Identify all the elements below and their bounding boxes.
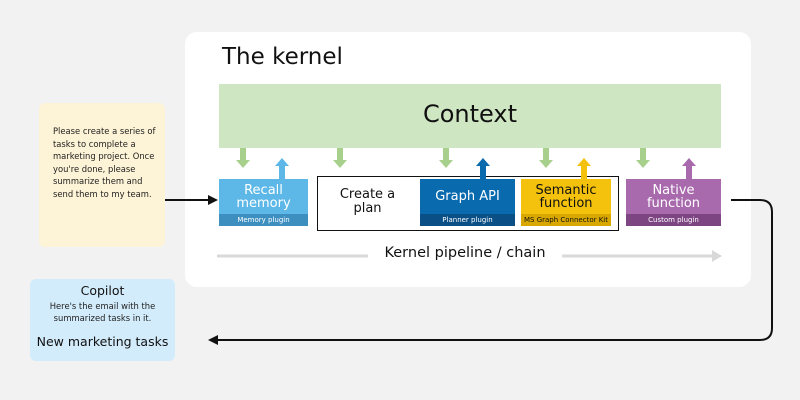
up-arrow-icon [577, 158, 591, 166]
graph-up-arrow-shaft [480, 166, 486, 179]
down-arrow-icon [236, 160, 250, 168]
recall-up-arrow-shaft [279, 166, 285, 179]
graph-api-box: Graph API Planner plugin [420, 179, 515, 226]
up-arrow-icon [275, 158, 289, 166]
pipeline-arrowhead-icon [712, 250, 722, 262]
context-arrow-plan-shaft [337, 148, 343, 160]
down-arrow-icon [636, 160, 650, 168]
native-up-arrow-shaft [686, 166, 692, 179]
context-arrow-semantic-shaft [543, 148, 549, 160]
graph-connector-kit-tag: MS Graph Connector Kit [521, 214, 611, 226]
native-function-label: Native function [646, 182, 701, 211]
right-arrow-icon [208, 195, 218, 205]
copilot-title: Copilot [80, 283, 125, 298]
left-arrow-icon [208, 335, 218, 345]
down-arrow-icon [439, 160, 453, 168]
kernel-panel [185, 32, 751, 287]
copilot-card [30, 279, 175, 361]
context-arrow-graph-shaft [443, 148, 449, 160]
kernel-title: The kernel [222, 44, 343, 70]
context-label: Context [422, 100, 518, 128]
context-up-arrows [275, 158, 696, 179]
down-arrow-icon [539, 160, 553, 168]
context-band [219, 84, 721, 148]
recall-memory-box: Recall memory Memory plugin [219, 179, 308, 226]
recall-memory-label: Recall memory [236, 182, 291, 211]
context-arrow-recall-shaft [240, 148, 246, 160]
context-arrow-native-shaft [640, 148, 646, 160]
create-plan-label: Create a plan [339, 187, 396, 216]
graph-api-label: Graph API [435, 189, 500, 204]
memory-plugin-tag: Memory plugin [219, 214, 308, 226]
semantic-function-box: Semantic function MS Graph Connector Kit [521, 179, 611, 226]
up-arrow-icon [682, 158, 696, 166]
semantic-function-label: Semantic function [535, 182, 597, 211]
user-prompt-note [39, 103, 165, 247]
planner-plugin-tag: Planner plugin [420, 214, 515, 226]
semantic-up-arrow-shaft [581, 166, 587, 179]
user-prompt-text: Please create a series of tasks to compl… [53, 126, 156, 199]
native-function-box: Native function Custom plugin [626, 179, 721, 226]
context-down-arrows [236, 148, 650, 168]
pipeline-label: Kernel pipeline / chain [370, 245, 560, 261]
copilot-email-subject: New marketing tasks [36, 334, 169, 349]
copilot-message: Here's the email with the summarized tas… [49, 301, 156, 323]
up-arrow-icon [476, 158, 490, 166]
down-arrow-icon [333, 160, 347, 168]
kernel-to-copilot-line [218, 199, 773, 341]
custom-plugin-tag: Custom plugin [626, 214, 721, 226]
